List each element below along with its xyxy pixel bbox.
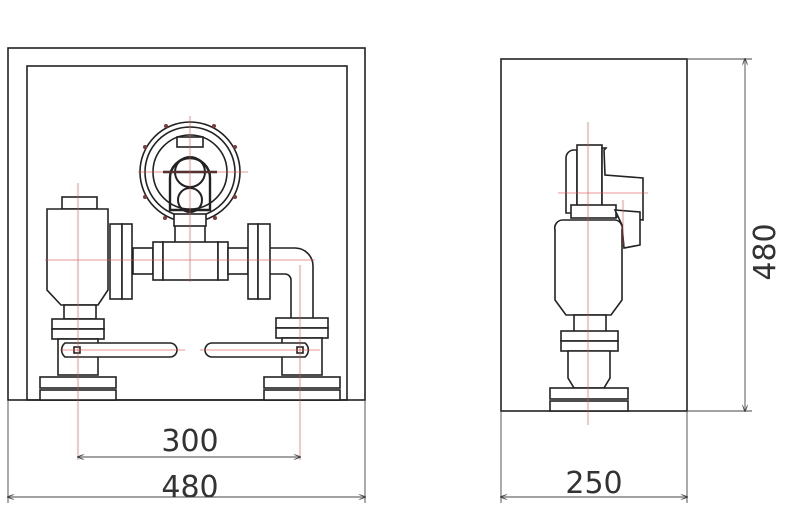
inner-cabinet [26,65,348,401]
front-view: 300 480 [8,47,365,505]
side-centerlines [558,122,648,425]
dimension-480-height: 480 [748,223,783,280]
dimension-250: 250 [565,466,622,501]
side-regulator [549,144,644,412]
dimension-300: 300 [161,424,218,459]
dimension-480-width: 480 [161,470,218,505]
front-centerlines [45,116,320,460]
side-view: 250 480 [501,59,783,503]
left-valve [39,196,178,401]
side-dimensions: 250 480 [501,59,783,503]
main-pipe [109,223,314,318]
right-valve [204,317,341,401]
front-dimensions: 300 480 [8,400,365,505]
